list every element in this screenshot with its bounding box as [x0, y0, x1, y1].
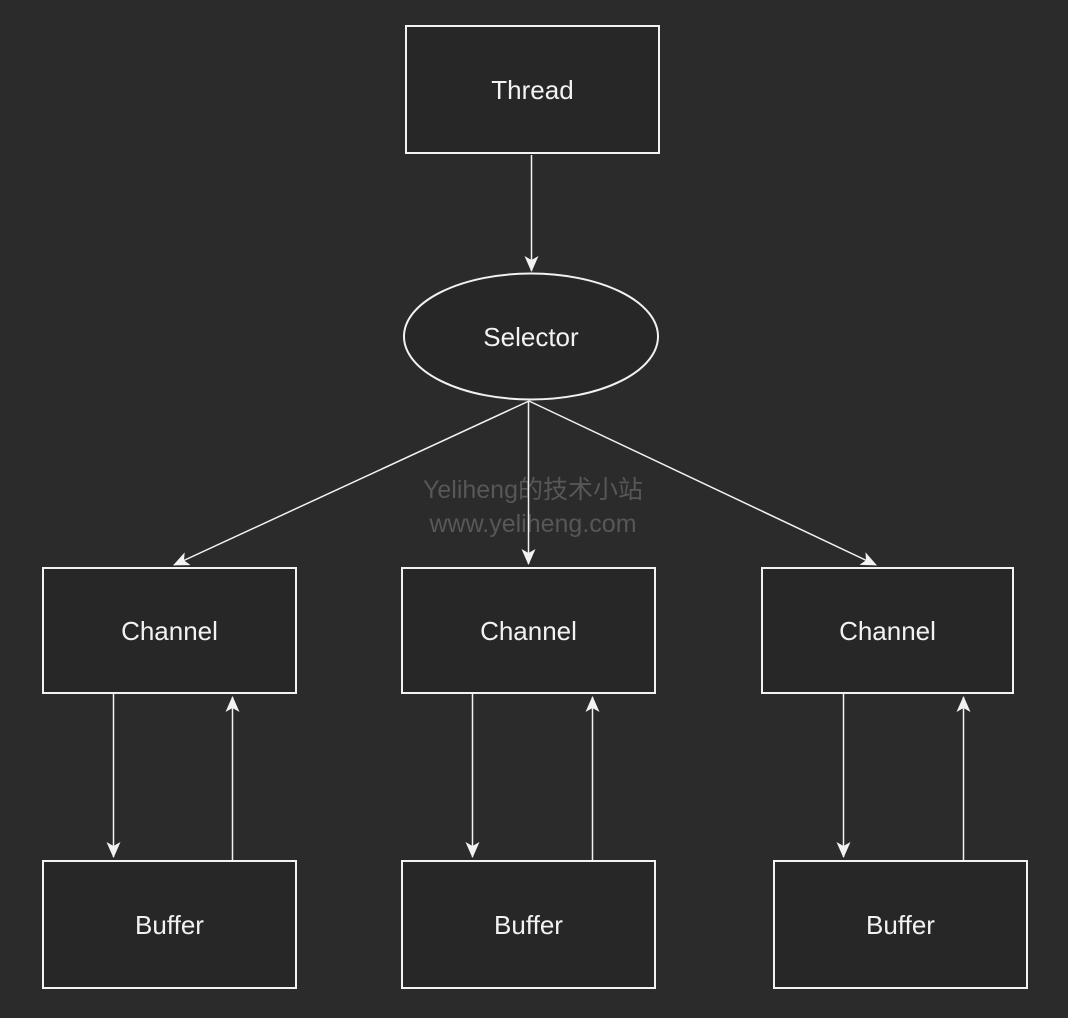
edge-selector-channel-1: [173, 400, 530, 566]
channel-1-box: [42, 567, 297, 694]
watermark: Yeliheng的技术小站 www.yeliheng.com: [423, 476, 643, 538]
channel-node-3: Channel: [761, 567, 1014, 694]
buffer-1-box: [42, 860, 297, 989]
channel-node-2: Channel: [401, 567, 656, 694]
edges: [106, 155, 971, 860]
nodes: Thread Selector Channel Channel Channel: [42, 25, 1028, 989]
buffer-1-label: Buffer: [135, 910, 204, 940]
watermark-line-2: www.yeliheng.com: [428, 510, 636, 538]
buffer-node-1: Buffer: [42, 860, 297, 989]
buffer-node-3: Buffer: [773, 860, 1028, 989]
thread-box: [405, 25, 660, 154]
watermark-line-1: Yeliheng的技术小站: [423, 476, 643, 504]
thread-label: Thread: [491, 75, 573, 105]
channel-3-label: Channel: [839, 616, 936, 646]
buffer-node-2: Buffer: [401, 860, 656, 989]
thread-node: Thread: [405, 25, 660, 154]
channel-1-label: Channel: [121, 616, 218, 646]
channel-2-box: [401, 567, 656, 694]
buffer-3-label: Buffer: [866, 910, 935, 940]
channel-node-1: Channel: [42, 567, 297, 694]
buffer-3-box: [773, 860, 1028, 989]
edge-selector-channel-3: [528, 400, 877, 566]
selector-ellipse: [403, 272, 659, 401]
selector-node: Selector: [403, 272, 659, 401]
buffer-2-box: [401, 860, 656, 989]
buffer-2-label: Buffer: [494, 910, 563, 940]
channel-3-box: [761, 567, 1014, 694]
selector-label: Selector: [483, 322, 579, 352]
channel-2-label: Channel: [480, 616, 577, 646]
